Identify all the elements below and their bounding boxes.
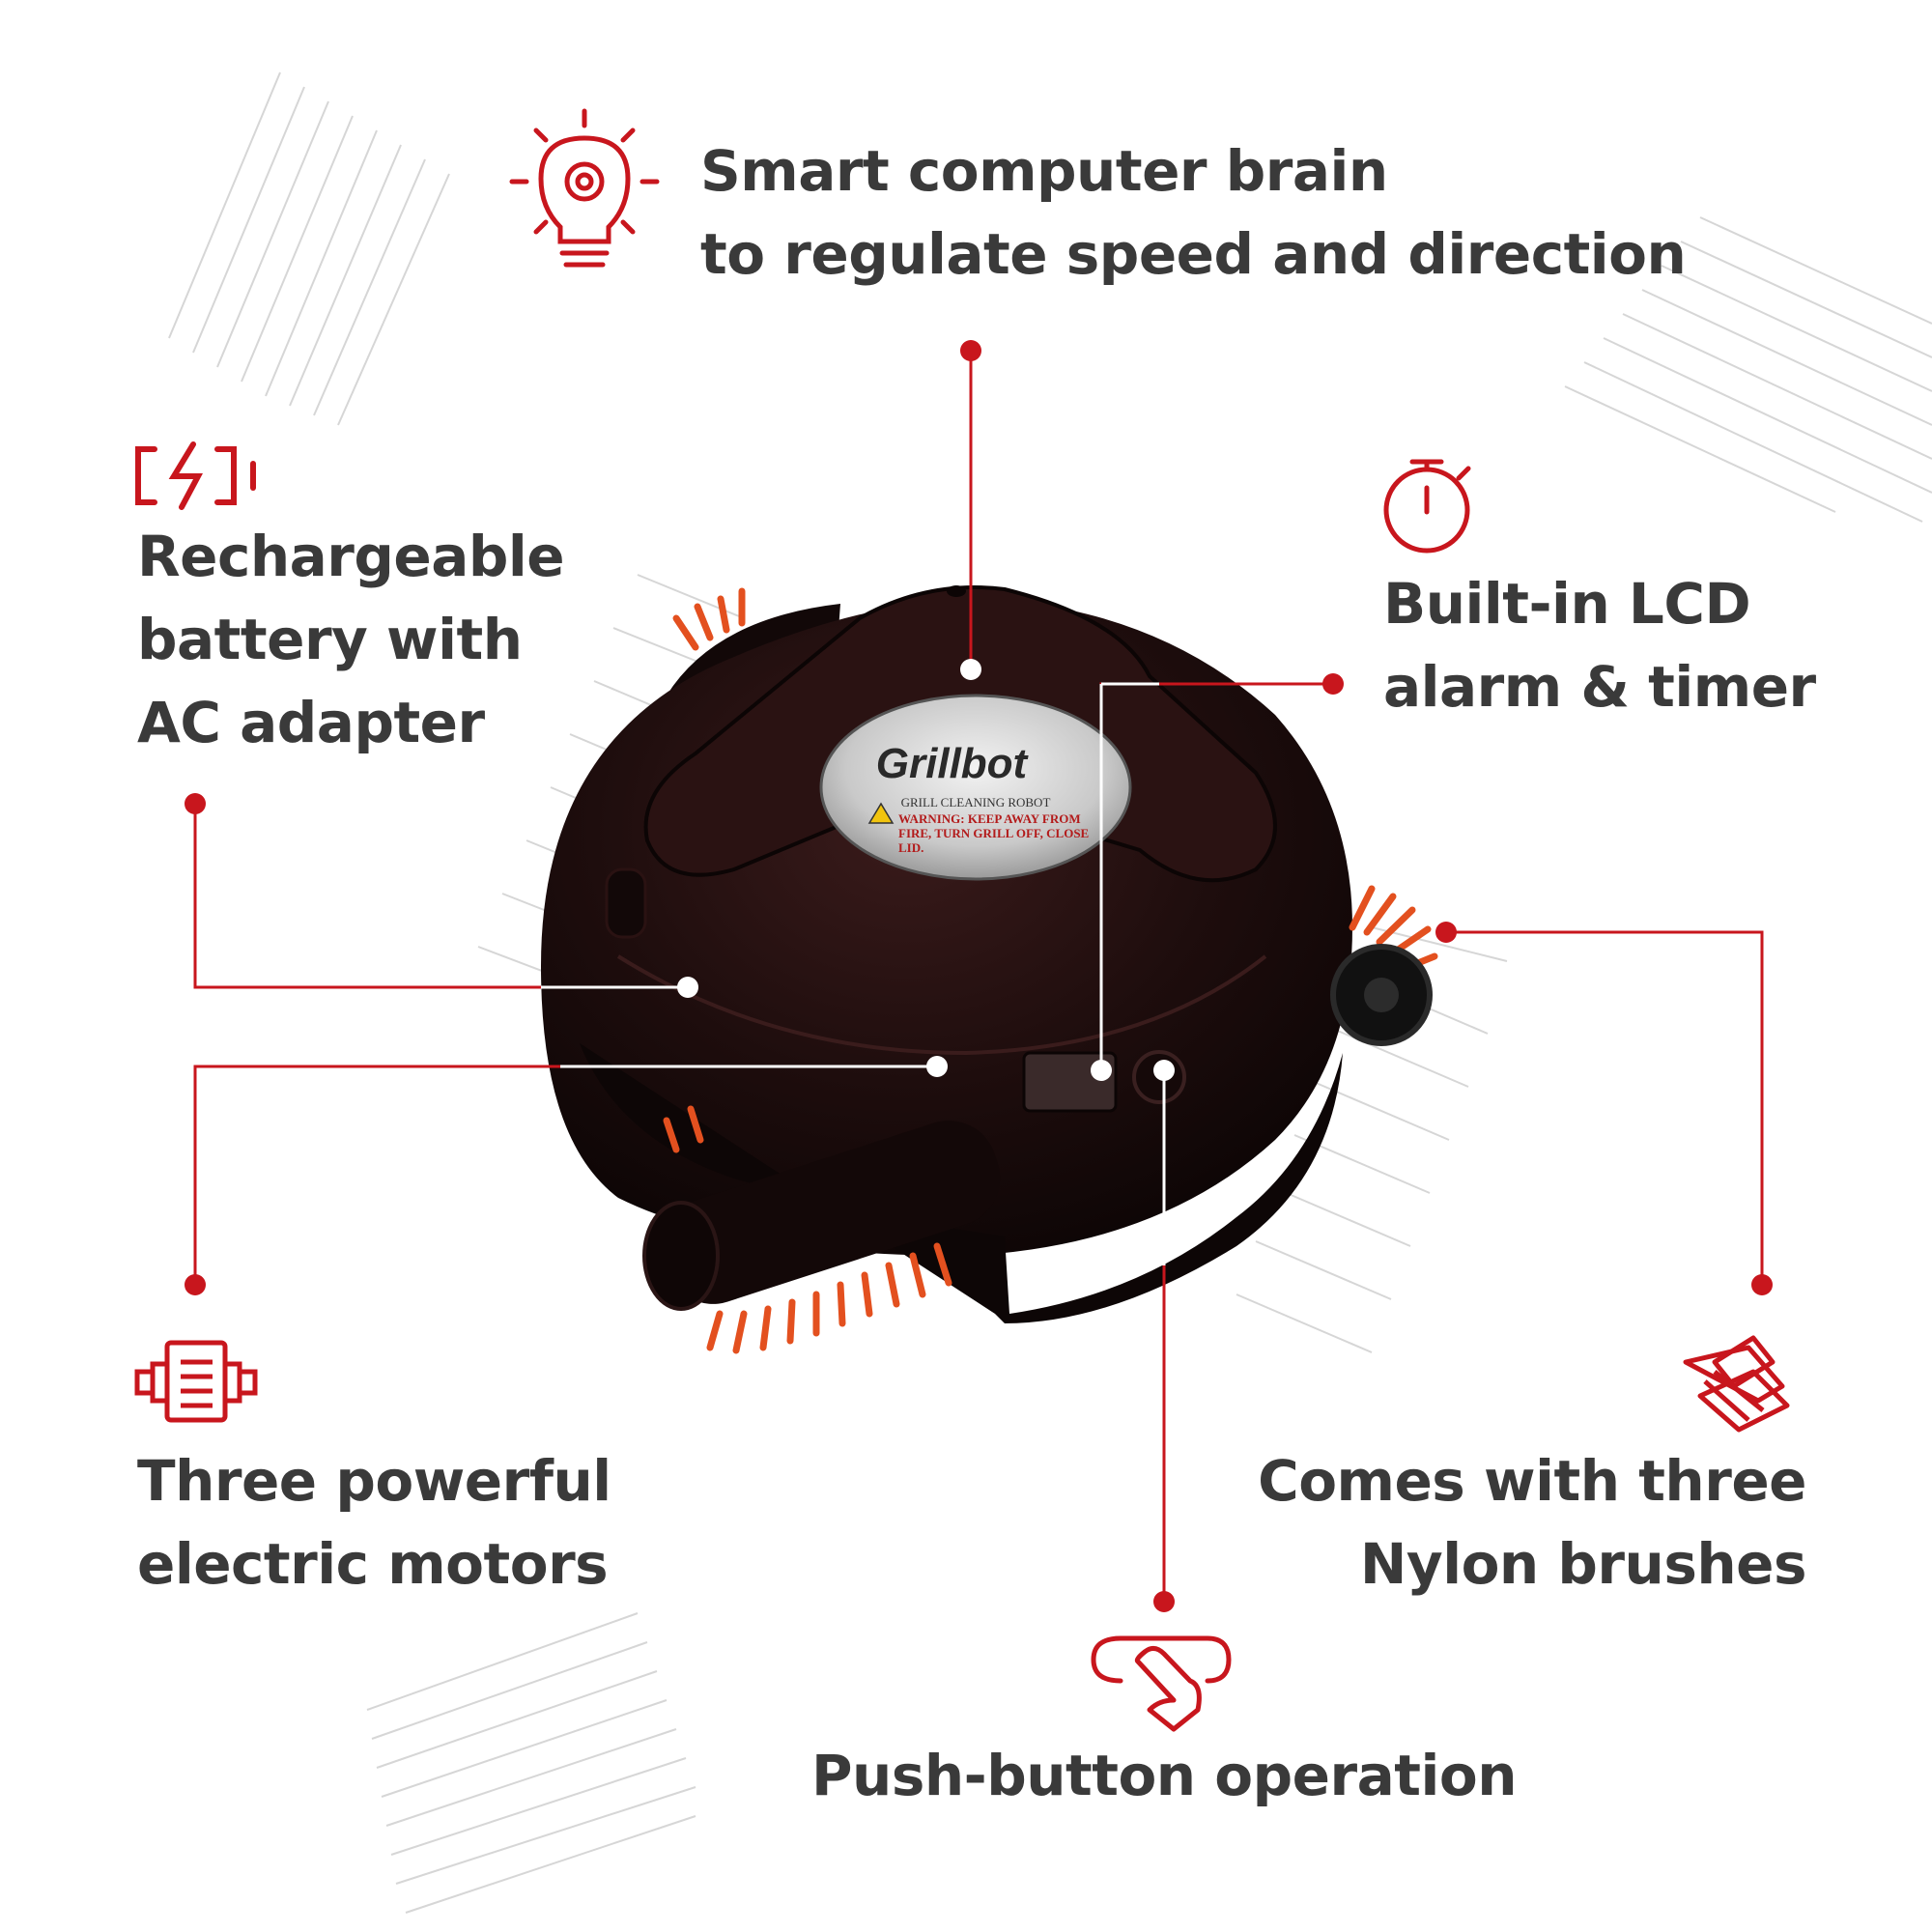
feature-button-line1: Push-button operation xyxy=(811,1743,1517,1808)
feature-motors-line1: Three powerful xyxy=(137,1448,611,1514)
brush-front xyxy=(663,1105,952,1354)
feature-brushes-line1: Comes with three xyxy=(1258,1448,1806,1514)
feature-battery-line1: Rechargeable xyxy=(137,524,565,589)
feature-brain-line1: Smart computer brain xyxy=(700,138,1388,204)
callout-battery xyxy=(185,793,698,998)
motor-icon xyxy=(134,1340,258,1423)
feature-brushes: Comes with three Nylon brushes xyxy=(1258,1439,1806,1605)
brand-badge xyxy=(819,694,1132,881)
hatch-top-right xyxy=(1564,216,1932,523)
warning-line-2: FIRE, TURN GRILL OFF, CLOSE xyxy=(898,826,1089,840)
brush-icon xyxy=(1683,1335,1790,1433)
feature-battery-line2: battery with xyxy=(137,607,523,672)
feature-brushes-line2: Nylon brushes xyxy=(1359,1531,1807,1597)
badge-brand-text: Grillbot xyxy=(876,740,1030,787)
callout-brain xyxy=(960,340,981,680)
lightbulb-gear-icon xyxy=(509,108,660,268)
feature-brain-line2: to regulate speed and direction xyxy=(700,221,1687,287)
feature-button: Push-button operation xyxy=(676,1734,1652,1817)
feature-lcd-line2: alarm & timer xyxy=(1383,654,1816,720)
stopwatch-icon xyxy=(1383,459,1471,554)
callout-brushes xyxy=(1435,922,1773,1295)
warning-line-1: WARNING: KEEP AWAY FROM xyxy=(898,811,1081,826)
push-button-hand-icon xyxy=(1091,1635,1232,1732)
warning-line-3: LID. xyxy=(898,840,923,855)
hatch-top-left xyxy=(168,71,450,426)
callout-button xyxy=(1153,1060,1175,1612)
grill-robot-product: Grillbot GRILL CLEANING ROBOT WARNING: K… xyxy=(541,585,1438,1354)
feature-lcd-line1: Built-in LCD xyxy=(1383,571,1751,637)
hatch-bottom-left xyxy=(366,1612,696,1914)
badge-subtitle-text: GRILL CLEANING ROBOT xyxy=(901,795,1051,810)
feature-lcd: Built-in LCD alarm & timer xyxy=(1383,562,1816,728)
feature-brain: Smart computer brain to regulate speed a… xyxy=(700,129,1687,296)
battery-charging-icon xyxy=(135,441,256,510)
feature-battery-line3: AC adapter xyxy=(137,690,485,755)
feature-battery: Rechargeable battery with AC adapter xyxy=(137,515,565,764)
brush-back-left xyxy=(672,587,746,651)
feature-motors-line2: electric motors xyxy=(137,1531,609,1597)
callout-motors xyxy=(185,1056,948,1295)
callout-lcd xyxy=(1091,673,1344,1081)
feature-motors: Three powerful electric motors xyxy=(137,1439,611,1605)
